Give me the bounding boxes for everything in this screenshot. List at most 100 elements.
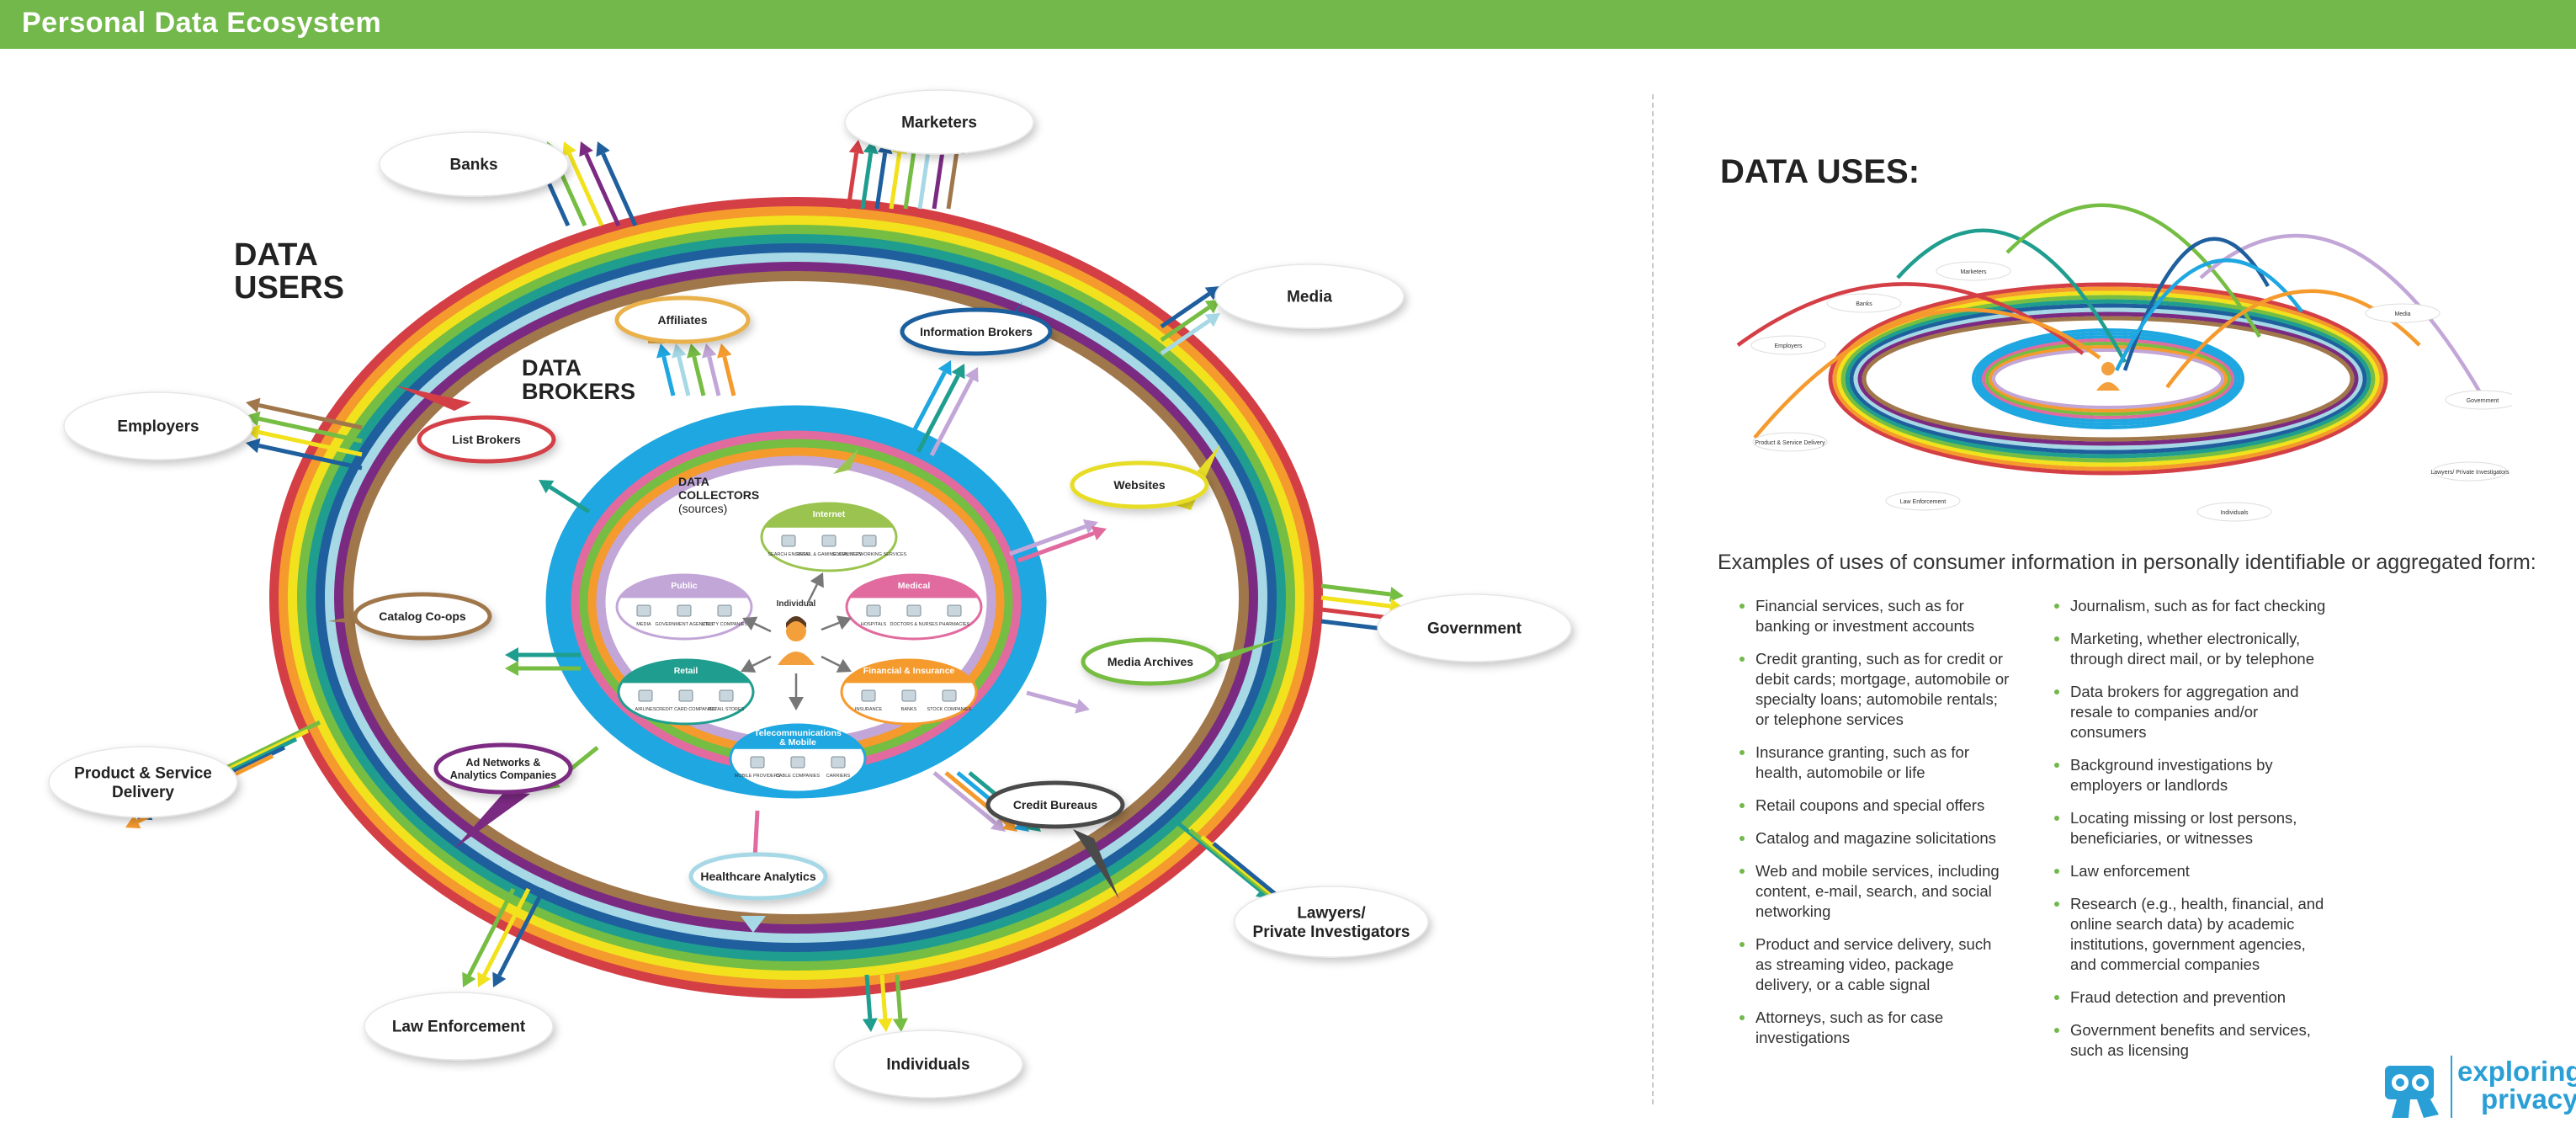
- flow-arrow: [877, 974, 893, 1032]
- page-title: Personal Data Ecosystem: [22, 7, 382, 39]
- collector-medical-item-icon: [906, 604, 922, 617]
- collector-public-item-label: MEDIA: [636, 622, 651, 627]
- user-individuals-label: Individuals: [886, 1056, 969, 1074]
- broker-catalog-coops-label: Catalog Co-ops: [379, 609, 466, 623]
- mini-user-label: Employers: [1774, 343, 1803, 349]
- mini-user-bubble: [1826, 293, 1902, 313]
- data-use-item: Government benefits and services, such a…: [2032, 1020, 2326, 1061]
- outer-ring-band: [306, 234, 1286, 961]
- collector-internet-item-label: SOCIAL NETWORKING SERVICES: [832, 552, 907, 557]
- individual-hair: [786, 616, 806, 628]
- flow-arrow: [539, 480, 591, 514]
- collector-internet-item-icon: [781, 535, 796, 547]
- data-uses-mini-diagram: BanksMarketersMediaEmployersGovernmentPr…: [1736, 203, 2512, 522]
- mini-individual-head: [2101, 362, 2115, 375]
- collector-medical-title: Medical: [898, 581, 931, 591]
- flow-arrow: [932, 771, 1006, 832]
- data-brokers-label: DATA BROKERS: [522, 355, 635, 403]
- mini-outer-band: [1832, 286, 2384, 471]
- mini-user-bubble: [2445, 390, 2512, 410]
- exploring-privacy-logo: exploring privacy: [2380, 1051, 2576, 1126]
- outer-ring-band: [279, 206, 1314, 989]
- collector-telecom-item-icon: [831, 756, 846, 769]
- flow-arrow: [1009, 519, 1098, 556]
- flow-arrow: [562, 141, 604, 227]
- collector-financial-item-label: INSURANCE: [855, 707, 883, 712]
- user-individuals: Individuals: [833, 1030, 1023, 1099]
- collector-retail-item-label: RETAIL STORES: [709, 707, 745, 712]
- user-media: Media: [1214, 263, 1405, 329]
- user-employers-label: Employers: [117, 418, 199, 436]
- flow-arrow: [246, 438, 363, 471]
- outer-ring-band: [316, 243, 1277, 952]
- section-divider: [1652, 94, 1654, 1104]
- flow-arrow: [929, 367, 979, 457]
- collector-telecom-item-label: CARRIERS: [826, 774, 851, 779]
- data-use-item: Data brokers for aggregation and resale …: [2032, 682, 2326, 742]
- broker-affiliates: Affiliates: [614, 295, 751, 344]
- broker-affiliates-label: Affiliates: [657, 313, 707, 327]
- flow-arrow: [821, 655, 852, 673]
- flow-arrow: [741, 655, 772, 673]
- collector-medical-item-label: HOSPITALS: [861, 622, 887, 627]
- mini-user-bubble: [1936, 261, 2011, 281]
- bubble-tail: [396, 386, 471, 411]
- mini-inner-band: [1992, 349, 2224, 409]
- data-brokers-line-1: DATA: [522, 355, 582, 380]
- collector-internet-item-icon: [862, 535, 877, 547]
- collector-internet-title: Internet: [813, 509, 846, 519]
- flow-arrow: [579, 141, 621, 227]
- user-marketers: Marketers: [844, 89, 1034, 155]
- broker-ad-networks: Ad Networks &Analytics Companies: [433, 742, 573, 795]
- logo-icon: [2385, 1066, 2439, 1118]
- collector-public-item-label: GOVERNMENT AGENCIES: [656, 622, 714, 627]
- data-use-item: Attorneys, such as for case investigatio…: [1717, 1008, 2011, 1048]
- collector-telecom-title: Telecommunications& Mobile: [754, 728, 842, 748]
- mini-user-label: Law Enforcement: [1900, 499, 1947, 505]
- flow-arrow: [246, 397, 363, 430]
- collector-telecom-item-label: MOBILE PROVIDERS: [735, 774, 781, 779]
- user-law-enforcement: Law Enforcement: [364, 992, 554, 1061]
- collector-medical-item-icon: [947, 604, 962, 617]
- data-use-item: Product and service delivery, such as st…: [1717, 934, 2011, 995]
- bubble-tail: [454, 791, 530, 849]
- collector-retail-title: Retail: [674, 666, 698, 676]
- broker-information-brokers: Information Brokers: [900, 307, 1053, 356]
- data-use-item: Law enforcement: [2032, 861, 2326, 881]
- flow-arrow: [806, 572, 824, 604]
- individual-figure: Individual: [777, 599, 816, 665]
- flow-arrow: [462, 887, 516, 987]
- data-use-item: Credit granting, such as for credit or d…: [1717, 649, 2011, 730]
- user-banks-label: Banks: [449, 157, 497, 174]
- mini-outer-band: [1849, 303, 2367, 455]
- collector-medical-item-icon: [866, 604, 881, 617]
- flow-arrow: [1026, 690, 1090, 714]
- user-lawyers-label: Lawyers/Private Investigators: [1253, 904, 1410, 941]
- mini-inner-band: [1978, 335, 2238, 423]
- data-uses-title: DATA USES:: [1720, 153, 1920, 190]
- flow-arrow: [702, 343, 721, 396]
- broker-credit-bureaus-label: Credit Bureaus: [1013, 798, 1098, 811]
- collector-internet-item-label: SEARCH ENGINES: [767, 552, 810, 557]
- data-collectors-line-3: (sources): [678, 502, 728, 515]
- mini-inner-band: [1982, 338, 2234, 419]
- mini-outer-band: [1862, 316, 2355, 442]
- data-users-label: DATA USERS: [234, 239, 344, 305]
- mini-outer-band: [1857, 311, 2359, 446]
- flow-arrow: [902, 360, 952, 450]
- mini-arc: [1896, 228, 2127, 364]
- data-use-item: Web and mobile services, including conte…: [1717, 861, 2011, 922]
- broker-list-brokers: List Brokers: [417, 415, 556, 464]
- user-government: Government: [1377, 593, 1572, 662]
- data-collectors-line-2: COLLECTORS: [678, 488, 760, 502]
- bubble-tail: [741, 916, 766, 933]
- flow-arrow: [687, 343, 706, 396]
- mini-inner-band: [1985, 342, 2231, 416]
- user-media-label: Media: [1287, 289, 1332, 306]
- collector-retail-item-icon: [678, 689, 693, 702]
- logo-text-line-1: exploring: [2457, 1056, 2576, 1087]
- user-law-enforcement-label: Law Enforcement: [392, 1019, 526, 1036]
